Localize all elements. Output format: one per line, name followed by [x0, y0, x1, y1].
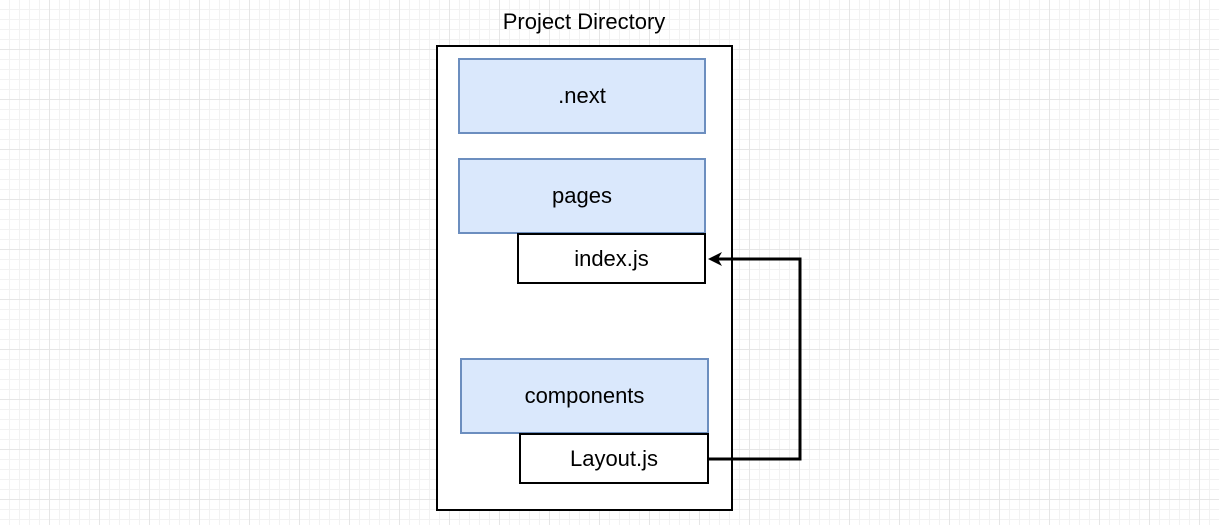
- folder-components[interactable]: components: [460, 358, 709, 434]
- folder-pages[interactable]: pages: [458, 158, 706, 234]
- diagram-title: Project Directory: [502, 9, 666, 34]
- file-index-js[interactable]: index.js: [517, 233, 706, 284]
- folder-next[interactable]: .next: [458, 58, 706, 134]
- file-layout-js[interactable]: Layout.js: [519, 433, 709, 484]
